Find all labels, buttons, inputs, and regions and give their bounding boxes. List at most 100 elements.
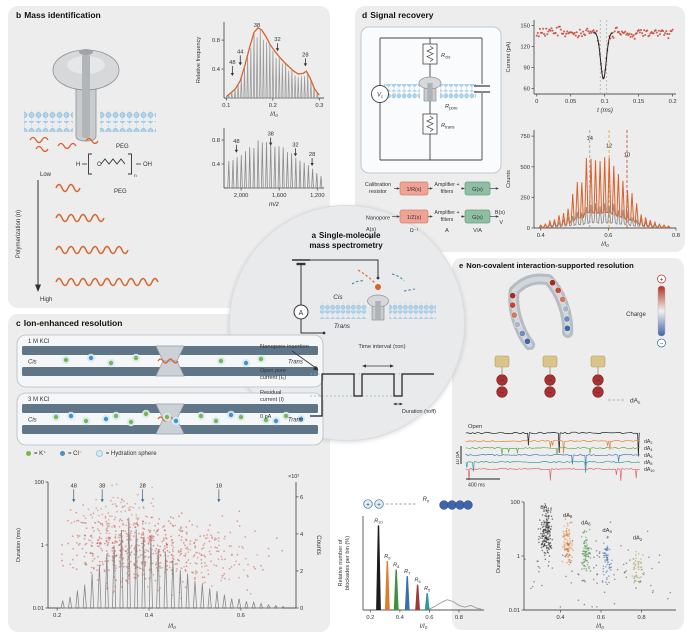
svg-text:120: 120 — [520, 45, 530, 51]
pore-protein — [52, 49, 120, 142]
svg-text:×10²: ×10² — [288, 474, 299, 480]
event-trace-schematic: Nanopore insertion Time interval (τon) O… — [260, 344, 436, 420]
zero-pa-label: 0 pA — [260, 414, 272, 420]
svg-text:0: 0 — [300, 606, 303, 612]
svg-text:48: 48 — [229, 60, 235, 66]
capacitor-icon — [474, 85, 490, 93]
svg-text:R6: R6 — [415, 578, 422, 584]
battery-icon — [292, 259, 310, 266]
rn-label: Rn — [423, 497, 430, 503]
svg-text:−: − — [596, 378, 600, 385]
panel-b-letter: b — [16, 10, 22, 20]
svg-text:32: 32 — [292, 142, 298, 148]
impedance-unit-label: Ω⁻¹ — [410, 228, 419, 234]
svg-text:4: 4 — [300, 532, 304, 538]
svg-text:+: + — [660, 277, 664, 283]
concentration-label: 1 M KCl — [28, 339, 49, 345]
svg-text:12: 12 — [606, 144, 612, 150]
svg-text:0.6: 0.6 — [597, 615, 605, 621]
svg-text:32: 32 — [274, 37, 280, 43]
svg-text:I/I₀: I/I₀ — [168, 623, 176, 630]
svg-text:V: V — [368, 235, 372, 241]
vc-label: Vc — [377, 93, 383, 100]
trans-label: Trans — [288, 418, 303, 424]
analyte-in-pore — [157, 358, 179, 364]
charge-label: Charge — [626, 312, 646, 318]
svg-text:0.2: 0.2 — [53, 613, 61, 619]
svg-text:resistor: resistor — [369, 189, 387, 195]
amplifier-label: Amplifier + — [434, 210, 459, 216]
svg-text:1,600: 1,600 — [272, 193, 287, 199]
ions-3m — [51, 409, 306, 427]
svg-text:R8: R8 — [393, 563, 400, 569]
svg-text:I/I₀: I/I₀ — [601, 241, 609, 248]
svg-text:+: + — [366, 502, 370, 508]
plus-bead-icon — [374, 499, 384, 509]
rn-cartoon: + + Rn — [363, 497, 473, 510]
svg-text:60: 60 — [524, 86, 530, 92]
svg-text:R5: R5 — [424, 586, 431, 592]
svg-text:1,200: 1,200 — [310, 193, 325, 199]
svg-text:dA8: dA8 — [644, 460, 652, 466]
svg-text:750: 750 — [520, 134, 530, 140]
svg-text:0.3: 0.3 — [315, 103, 323, 109]
voltage-source-icon — [371, 85, 389, 103]
cl-ion-label: = Cl⁻ — [68, 451, 83, 458]
svg-text:current (I): current (I) — [260, 397, 284, 403]
interval-label: Time interval (τon) — [358, 344, 405, 350]
svg-text:0.6: 0.6 — [237, 613, 245, 619]
charged-fork-illustration: Charge + − — [508, 273, 666, 350]
svg-text:100: 100 — [34, 480, 44, 486]
svg-text:Duration (ms): Duration (ms) — [16, 528, 22, 562]
input-signal-label: A(s) — [366, 227, 376, 233]
svg-text:0.8: 0.8 — [672, 233, 680, 239]
svg-text:0: 0 — [527, 226, 530, 232]
rpore-label: Rpore — [445, 104, 458, 111]
svg-text:0.1: 0.1 — [222, 103, 230, 109]
concentration-label: 3 M KCl — [28, 397, 49, 403]
svg-text:dA4: dA4 — [602, 528, 612, 534]
svg-text:0.8: 0.8 — [212, 38, 220, 44]
lipid-bilayer — [24, 110, 156, 132]
ions-1m — [61, 353, 266, 368]
trans-label: Trans — [334, 323, 351, 330]
charge-beads — [509, 279, 571, 345]
charge-colorbar — [657, 285, 666, 337]
svg-text:150: 150 — [520, 24, 530, 30]
svg-text:I/I₀: I/I₀ — [420, 623, 428, 630]
da-unit-2: − − — [542, 355, 558, 398]
open-current-label: Open pore — [260, 368, 286, 374]
current-trace — [310, 373, 434, 417]
hydration-icon — [95, 450, 103, 457]
svg-text:Duration (ms): Duration (ms) — [496, 539, 502, 573]
chem-h: H — [76, 162, 80, 168]
panel-c-letter: c — [16, 318, 21, 328]
high-label: High — [40, 297, 52, 303]
svg-text:48: 48 — [233, 139, 239, 145]
svg-text:Relative number of: Relative number of — [338, 539, 344, 586]
analyte-molecule — [375, 284, 381, 290]
signal-flow-diagram: Calibration resistor 1/R(s) Amplifier + … — [365, 181, 505, 241]
svg-text:dA2: dA2 — [633, 535, 643, 541]
peg-squiggles — [29, 136, 99, 152]
svg-text:0.4: 0.4 — [556, 615, 565, 621]
rcis-label: Rcis — [441, 53, 450, 60]
polymerization-diagram: Low High Polymerization (n) — [16, 172, 159, 303]
svg-text:dA6: dA6 — [644, 453, 652, 459]
svg-text:Relative frequency: Relative frequency — [196, 37, 202, 84]
current-unit-label: A — [445, 228, 449, 234]
chem-n: n — [134, 174, 137, 179]
svg-text:current (I₀): current (I₀) — [260, 375, 286, 381]
svg-text:−: − — [500, 390, 504, 397]
svg-text:−: − — [500, 378, 504, 385]
panel-e-letter: e — [459, 261, 464, 270]
resistor-cis-icon — [422, 43, 438, 65]
svg-text:18: 18 — [216, 483, 222, 489]
fork-structure — [508, 273, 574, 350]
